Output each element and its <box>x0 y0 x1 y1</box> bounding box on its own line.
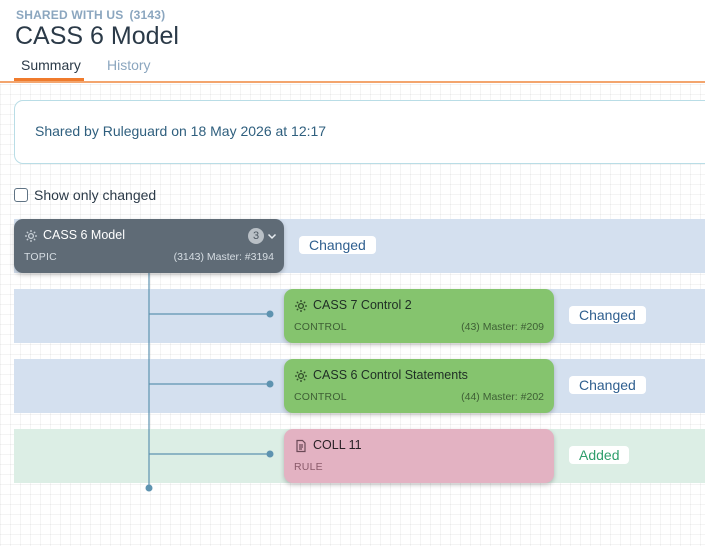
show-only-changed-label[interactable]: Show only changed <box>34 187 157 203</box>
shared-count: (3143) <box>129 8 166 22</box>
tree-node-child-2[interactable]: CASS 6 Control Statements CONTROL (44) M… <box>284 359 554 413</box>
node-title: CASS 6 Control Statements <box>313 368 468 382</box>
node-meta: (3143) Master: #3194 <box>173 251 274 263</box>
share-info-text: Shared by Ruleguard on 18 May 2026 at 12… <box>35 123 327 139</box>
show-only-changed-checkbox[interactable] <box>14 188 28 202</box>
node-type: TOPIC <box>24 251 57 263</box>
node-meta: (43) Master: #209 <box>461 321 544 333</box>
shared-with-us-text: SHARED WITH US <box>16 8 124 22</box>
tree-node-root[interactable]: CASS 6 Model 3 TOPIC (3143) Master: #319… <box>14 219 284 273</box>
gear-icon <box>25 230 37 242</box>
child-count-badge: 3 <box>248 228 264 244</box>
tree-node-child-3[interactable]: COLL 11 RULE <box>284 429 554 483</box>
status-badge-root: Changed <box>299 236 376 254</box>
node-title: CASS 6 Model <box>43 228 125 242</box>
chevron-down-icon[interactable] <box>266 230 278 242</box>
gear-icon <box>295 370 307 382</box>
status-badge-child-2: Changed <box>569 376 646 394</box>
shared-context-label: SHARED WITH US (3143) <box>16 8 165 22</box>
status-badge-child-1: Changed <box>569 306 646 324</box>
header-divider <box>0 81 705 83</box>
node-type: CONTROL <box>294 391 347 403</box>
tab-summary[interactable]: Summary <box>21 57 81 73</box>
node-meta: (44) Master: #202 <box>461 391 544 403</box>
node-type: RULE <box>294 461 323 473</box>
active-tab-indicator <box>14 78 84 81</box>
share-info-card: Shared by Ruleguard on 18 May 2026 at 12… <box>14 100 705 164</box>
page-title: CASS 6 Model <box>15 22 179 50</box>
document-icon <box>296 439 306 453</box>
tree-node-child-1[interactable]: CASS 7 Control 2 CONTROL (43) Master: #2… <box>284 289 554 343</box>
node-title: COLL 11 <box>313 438 362 452</box>
node-title: CASS 7 Control 2 <box>313 298 412 312</box>
tab-history[interactable]: History <box>107 57 151 73</box>
status-badge-child-3: Added <box>569 446 630 464</box>
gear-icon <box>295 300 307 312</box>
node-type: CONTROL <box>294 321 347 333</box>
